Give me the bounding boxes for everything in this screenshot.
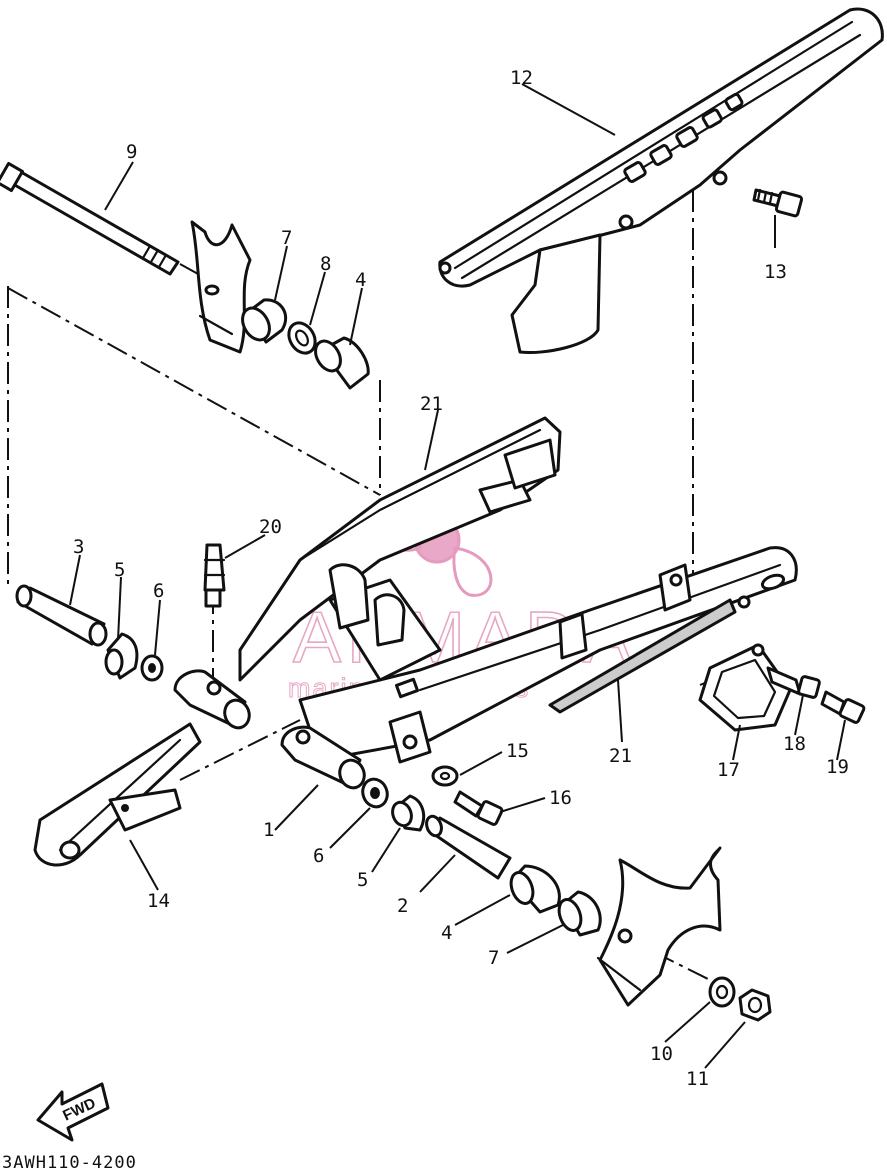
pivot-shaft bbox=[0, 161, 180, 276]
frame-bracket-right bbox=[596, 846, 722, 1007]
oil-seal-upper bbox=[287, 321, 317, 355]
pivot-collar-left bbox=[15, 584, 108, 647]
bearing-left bbox=[104, 632, 139, 680]
fwd-arrow-icon: FWD bbox=[36, 1082, 110, 1142]
bushing-lower bbox=[509, 864, 561, 914]
seal-left bbox=[140, 654, 164, 682]
callout-17: 17 bbox=[717, 759, 740, 781]
callout-20: 20 bbox=[259, 516, 282, 538]
callout-21-lower: 21 bbox=[609, 745, 632, 767]
chain-case bbox=[438, 7, 884, 355]
callout-11: 11 bbox=[686, 1068, 709, 1090]
callout-8: 8 bbox=[320, 253, 331, 275]
callout-18: 18 bbox=[783, 733, 806, 755]
callout-15: 15 bbox=[506, 740, 529, 762]
chain-guide bbox=[33, 722, 202, 867]
pivot-nut bbox=[738, 988, 772, 1022]
chain-puller-plate bbox=[698, 643, 792, 732]
chain-case-bolt bbox=[752, 188, 804, 218]
callout-2: 2 bbox=[397, 895, 408, 917]
leader-lines bbox=[69, 83, 846, 1069]
drawing-code: 3AWH110-4200 bbox=[2, 1153, 137, 1172]
bearing-right bbox=[391, 794, 426, 832]
callout-19: 19 bbox=[826, 756, 849, 778]
callout-10: 10 bbox=[650, 1043, 673, 1065]
callout-4-lower: 4 bbox=[441, 922, 452, 944]
callout-14: 14 bbox=[147, 890, 170, 912]
callout-12: 12 bbox=[510, 67, 533, 89]
callout-4: 4 bbox=[355, 269, 366, 291]
callout-5: 5 bbox=[114, 559, 125, 581]
callout-13: 13 bbox=[764, 261, 787, 283]
spacer-collar-lower bbox=[557, 890, 602, 937]
pivot-collar-right bbox=[425, 814, 512, 880]
guide-bolt bbox=[453, 790, 504, 826]
callout-21-upper: 21 bbox=[420, 393, 443, 415]
callout-5-lower: 5 bbox=[357, 869, 368, 891]
spacer-collar-upper bbox=[241, 298, 288, 344]
callout-6-lower: 6 bbox=[313, 845, 324, 867]
callout-9: 9 bbox=[126, 141, 137, 163]
grease-nipple bbox=[203, 543, 226, 608]
callout-7: 7 bbox=[281, 227, 292, 249]
frame-bracket-left bbox=[190, 220, 252, 354]
bushing-upper bbox=[314, 336, 370, 390]
callout-16: 16 bbox=[549, 787, 572, 809]
puller-bolt bbox=[766, 666, 821, 699]
callout-1: 1 bbox=[263, 819, 274, 841]
washer bbox=[708, 976, 736, 1008]
seal-right bbox=[361, 777, 389, 809]
callout-7-lower: 7 bbox=[488, 947, 499, 969]
swingarm bbox=[173, 416, 798, 790]
callout-3: 3 bbox=[73, 536, 84, 558]
callouts: 9 7 8 4 12 13 21 20 3 5 6 15 16 21 17 18… bbox=[73, 67, 849, 1090]
guide-washer bbox=[431, 765, 459, 787]
adjust-bolt bbox=[820, 690, 866, 724]
callout-6: 6 bbox=[153, 580, 164, 602]
